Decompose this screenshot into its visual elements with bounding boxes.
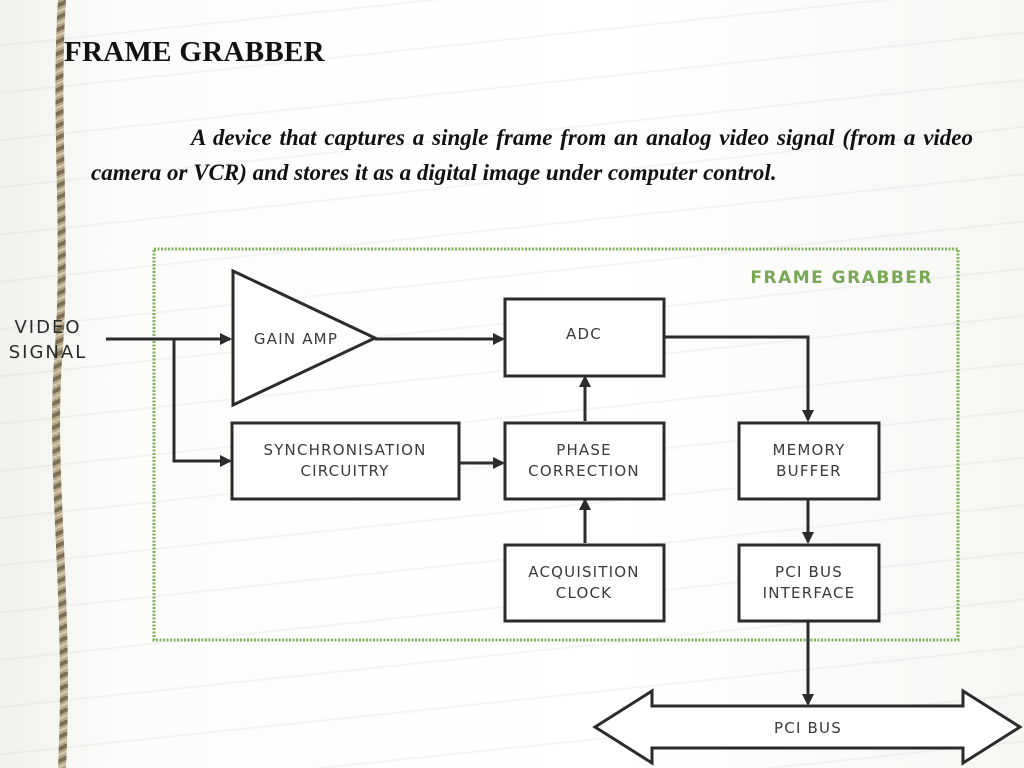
notebook-binding-rope <box>52 0 68 768</box>
acquisition-label-line1: ACQUISITION <box>528 563 639 581</box>
gain-amp-label: GAIN AMP <box>254 330 338 348</box>
phase-label-line1: PHASE <box>556 441 612 459</box>
memory-label-line2: BUFFER <box>776 462 842 480</box>
input-branch-line <box>172 339 232 467</box>
video-signal-label-line2: SIGNAL <box>9 342 88 363</box>
adc-label: ADC <box>566 325 602 343</box>
pci-bus-arrow <box>592 688 1023 766</box>
memory-buffer-block <box>737 421 881 501</box>
sync-circuitry-block <box>230 421 461 501</box>
frame-grabber-container <box>152 247 960 642</box>
memory-label-line1: MEMORY <box>773 441 846 459</box>
pci-interface-label-line2: INTERFACE <box>763 584 856 602</box>
adc-to-memory-arrow <box>664 335 814 422</box>
acquisition-clock-block <box>503 543 666 623</box>
sync-label-line1: SYNCHRONISATION <box>263 441 426 459</box>
page-title: FRAME GRABBER <box>64 36 325 68</box>
acquisition-label-line2: CLOCK <box>556 584 612 602</box>
sync-label-line2: CIRCUITRY <box>300 462 389 480</box>
phase-label-line2: CORRECTION <box>528 462 640 480</box>
gain-amp-triangle <box>231 268 379 408</box>
description-text: A device that captures a single frame fr… <box>91 125 973 185</box>
pci-bus-label: PCI BUS <box>774 719 842 737</box>
video-signal-label-line1: VIDEO <box>14 317 81 338</box>
pci-interface-block <box>737 543 881 623</box>
adc-block <box>503 297 666 378</box>
phase-correction-block <box>503 421 666 501</box>
container-title: FRAME GRABBER <box>750 268 933 288</box>
pci-interface-label-line1: PCI BUS <box>775 563 843 581</box>
